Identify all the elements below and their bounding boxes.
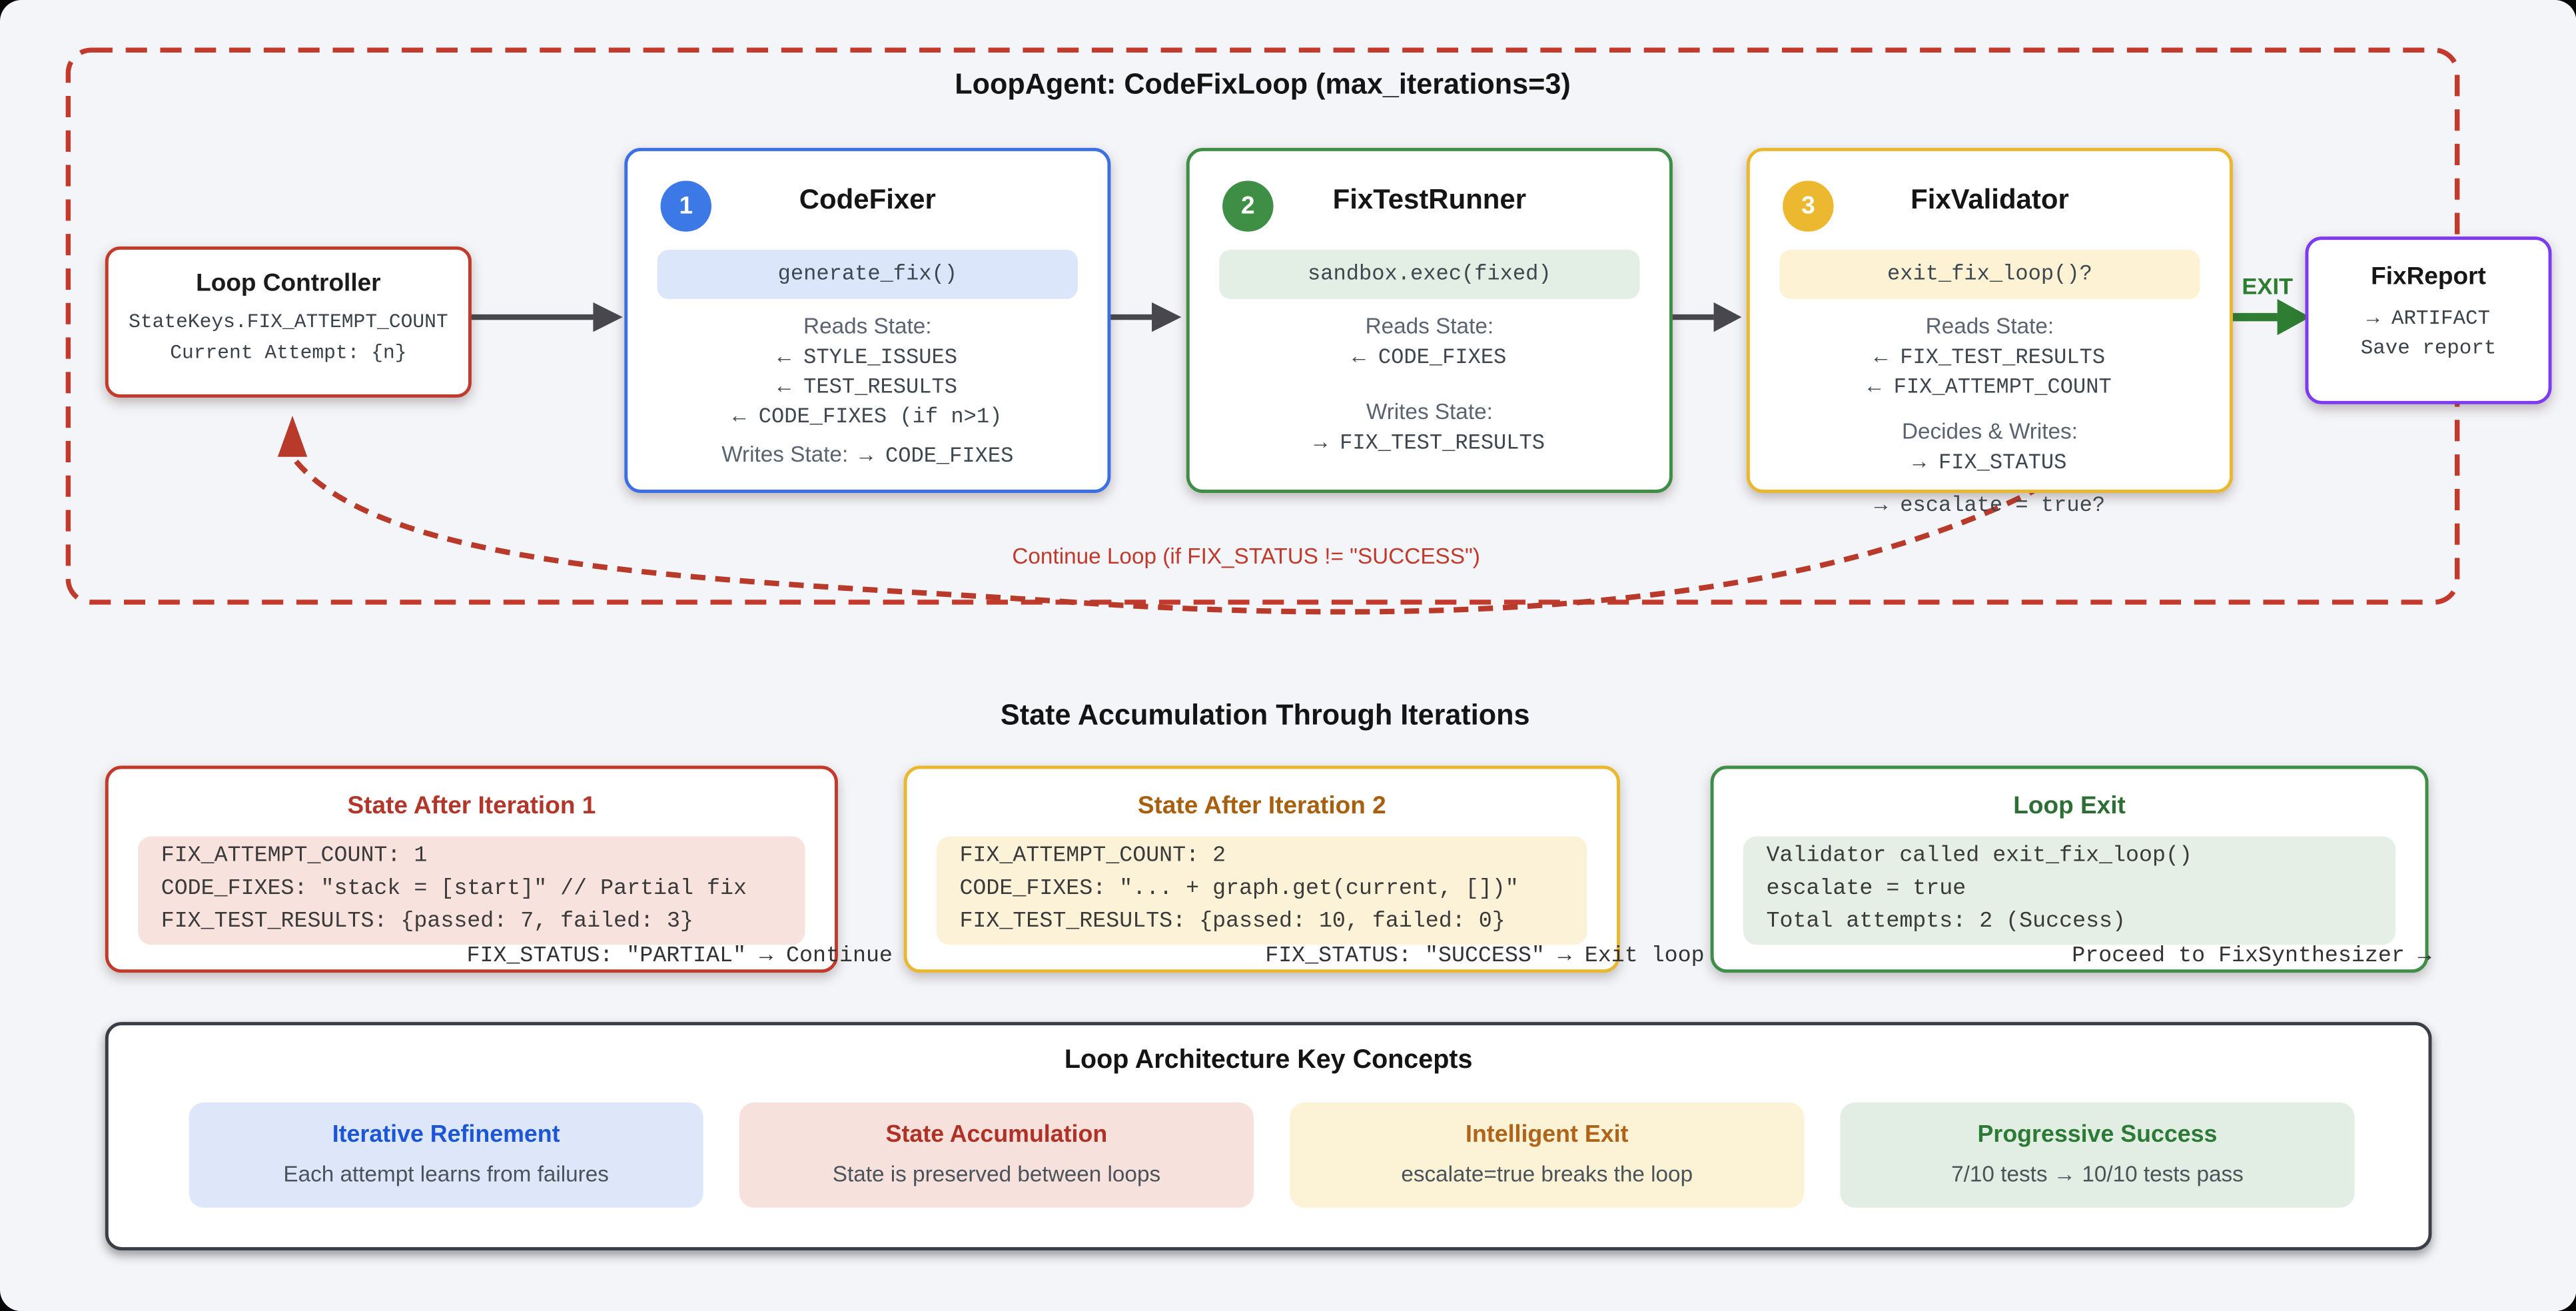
arrow-head-icon [1713,302,1742,332]
reads-state-label: Reads State: [1925,314,2054,339]
exit-label: EXIT [2242,272,2294,299]
concept-subtitle: 7/10 tests → 10/10 tests pass [1951,1161,2244,1186]
code-line: Total attempts: 2 (Success) [1766,910,2126,935]
loop-controller-box: Loop Controller StateKeys.FIX_ATTEMPT_CO… [105,246,472,398]
step-1-badge: 1 [660,181,711,232]
concept-iterative-refinement: Iterative Refinement Each attempt learns… [189,1102,703,1208]
writes-state-label: Writes State: [1366,399,1493,424]
agent-codefixer-method: generate_fix() [657,249,1078,299]
reads-item: ← STYLE_ISSUES [777,344,958,370]
code-line: FIX_TEST_RESULTS: {passed: 10, failed: 0… [959,910,1505,935]
step-3-badge: 3 [1783,181,1834,232]
loop-exit-status: Proceed to FixSynthesizer → [2072,945,2431,970]
writes-item-escalate: → escalate = true? [1874,492,2106,518]
writes-state-line: Writes State: → CODE_FIXES [628,442,1107,468]
fixreport-box: FixReport → ARTIFACT Save report [2305,236,2552,404]
state-iteration-1-box: State After Iteration 1 FIX_ATTEMPT_COUN… [105,765,959,973]
concept-progressive-success: Progressive Success 7/10 tests → 10/10 t… [1840,1102,2355,1208]
code-line: FIX_TEST_RESULTS: {passed: 7, failed: 3} [161,910,694,935]
code-line: CODE_FIXES: "stack = [start]" // Partial… [161,877,747,903]
key-concepts-title: Loop Architecture Key Concepts [1064,1047,1473,1075]
agent-fixvalidator-method: exit_fix_loop()? [1779,249,2200,299]
state-iteration-1-status: FIX_STATUS: "PARTIAL" → Continue loop [466,945,959,970]
loop-back-arrow-head-icon [277,416,308,457]
concept-title: Intelligent Exit [1466,1122,1629,1149]
fixreport-save: Save report [2360,336,2497,360]
reads-item: ← CODE_FIXES [1352,344,1507,370]
code-line: FIX_ATTEMPT_COUNT: 1 [161,844,428,869]
loop-controller-title: Loop Controller [196,269,381,298]
agent-codefixer-title: CodeFixer [799,184,936,216]
continue-loop-curve [277,416,2044,615]
concept-state-accumulation: State Accumulation State is preserved be… [739,1102,1254,1208]
exit-arrow [2230,298,2310,336]
step-2-badge: 2 [1222,181,1274,232]
reads-item: ← TEST_RESULTS [777,374,958,400]
loop-title: LoopAgent: CodeFixLoop (max_iterations=3… [955,67,1571,101]
concept-title: Iterative Refinement [332,1122,560,1149]
concept-title: Progressive Success [1977,1122,2218,1149]
loop-exit-title: Loop Exit [2013,791,2126,820]
concept-intelligent-exit: Intelligent Exit escalate=true breaks th… [1290,1102,1805,1208]
code-line: Validator called exit_fix_loop() [1766,844,2192,869]
reads-item: ← CODE_FIXES (if n>1) [733,404,1003,429]
key-concepts-panel: Loop Architecture Key Concepts Iterative… [105,1022,2432,1251]
agent-fixtestrunner-box: 2 FixTestRunner sandbox.exec(fixed) Read… [1186,147,1673,493]
agent-fixtestrunner-method: sandbox.exec(fixed) [1219,249,1640,299]
state-iteration-2-code: FIX_ATTEMPT_COUNT: 2 CODE_FIXES: "... + … [936,836,1587,945]
writes-item: → FIX_TEST_RESULTS [1314,430,1545,456]
loop-exit-code: Validator called exit_fix_loop() escalat… [1743,836,2396,945]
concept-subtitle: Each attempt learns from failures [283,1161,609,1186]
exit-arrow-head-icon [2277,298,2310,336]
states-section-title: State Accumulation Through Iterations [1000,698,1530,731]
state-iteration-2-title: State After Iteration 2 [1137,791,1386,820]
concept-title: State Accumulation [885,1122,1108,1149]
continue-loop-label: Continue Loop (if FIX_STATUS != "SUCCESS… [1012,544,1480,569]
loop-controller-statekey: StateKeys.FIX_ATTEMPT_COUNT [129,310,448,334]
arrow-head-icon [593,302,623,332]
concept-subtitle: escalate=true breaks the loop [1401,1161,1693,1186]
arrow-head-icon [1152,302,1182,332]
agent-codefixer-box: 1 CodeFixer generate_fix() Reads State: … [624,147,1111,493]
code-line: FIX_ATTEMPT_COUNT: 2 [959,844,1226,869]
code-line: escalate = true [1766,877,1966,903]
agent-fixvalidator-box: 3 FixValidator exit_fix_loop()? Reads St… [1746,147,2233,517]
fixreport-title: FixReport [2371,262,2486,291]
reads-item: ← FIX_ATTEMPT_COUNT [1868,374,2112,400]
key-concepts-row: Iterative Refinement Each attempt learns… [189,1102,2429,1208]
agent-fixvalidator-title: FixValidator [1911,184,2069,216]
loop-controller-attempt: Current Attempt: {n} [170,342,407,365]
loop-exit-box: Loop Exit Validator called exit_fix_loop… [1710,765,2431,973]
reads-item: ← FIX_TEST_RESULTS [1874,344,2106,370]
fixreport-artifact: → ARTIFACT [2366,307,2490,330]
writes-state-label: Writes State: [721,442,849,467]
decides-writes-label: Decides & Writes: [1901,418,2078,444]
state-iteration-1-title: State After Iteration 1 [347,791,596,820]
code-line: CODE_FIXES: "... + graph.get(current, []… [959,877,1519,903]
agent-fixtestrunner-title: FixTestRunner [1332,184,1527,216]
state-iteration-1-code: FIX_ATTEMPT_COUNT: 1 CODE_FIXES: "stack … [138,836,805,945]
reads-state-label: Reads State: [803,314,932,339]
state-iteration-2-box: State After Iteration 2 FIX_ATTEMPT_COUN… [903,765,1705,973]
reads-state-label: Reads State: [1365,314,1494,339]
concept-subtitle: State is preserved between loops [832,1161,1161,1186]
flow-arrows [470,302,1742,332]
writes-item: → CODE_FIXES [859,443,1014,468]
writes-item: → FIX_STATUS [1913,450,2067,475]
state-iteration-2-status: FIX_STATUS: "SUCCESS" → Exit loop [1265,945,1705,970]
